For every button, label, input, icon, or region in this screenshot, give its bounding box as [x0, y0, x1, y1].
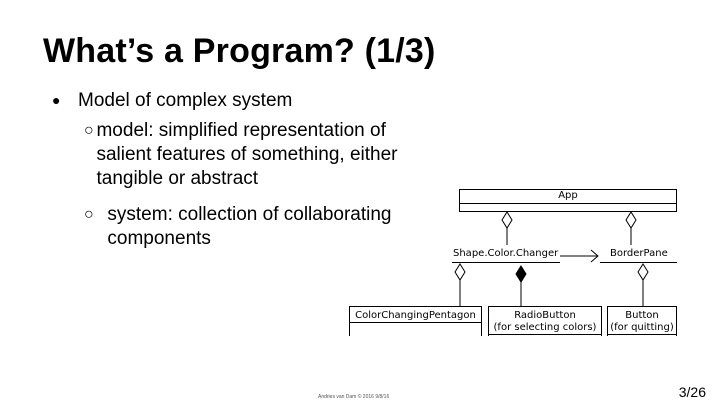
uml-class-colorchangingpentagon: ColorChangingPentagon	[349, 306, 482, 336]
uml-class-app: App	[459, 189, 677, 212]
footer-note: Andries van Dam © 2016 9/8/16	[318, 394, 390, 400]
page-number: 3/26	[678, 384, 706, 400]
bullet-sub-system: ○ system: collection of collaborating co…	[84, 203, 414, 251]
aggregation-diamond	[454, 263, 466, 281]
uml-class-note: (for quitting)	[608, 322, 676, 335]
aggregation-diamond	[625, 211, 637, 229]
uml-class-divider	[600, 262, 677, 263]
bullet-marker: ●	[52, 92, 61, 108]
composition-diamond	[515, 265, 527, 283]
uml-class-shapecolorchanger: Shape.Color.Changer	[453, 248, 559, 259]
uml-class-name: RadioButton	[514, 310, 576, 321]
sub-bullet-marker: ○	[84, 206, 94, 223]
uml-class-note: (for selecting colors)	[489, 322, 601, 335]
uml-class-button: Button (for quitting)	[607, 306, 677, 336]
slide-title: What’s a Program? (1/3)	[43, 32, 436, 70]
bullet-sub-model-text: model: simplified representation of sali…	[96, 120, 398, 189]
uml-class-name: App	[460, 190, 676, 204]
aggregation-diamond	[501, 211, 513, 229]
uml-class-radiobutton: RadioButton (for selecting colors)	[488, 306, 602, 336]
uml-class-name: Button	[625, 310, 659, 321]
bullet-main: ● Model of complex system	[52, 89, 292, 113]
uml-class-name: ColorChangingPentagon	[350, 307, 481, 323]
uml-class-borderpane: BorderPane	[610, 248, 668, 259]
bullet-main-text: Model of complex system	[78, 90, 293, 111]
sub-bullet-marker: ○	[84, 122, 94, 139]
uml-class-divider	[452, 262, 560, 263]
bullet-sub-model: ○ model: simplified representation of sa…	[84, 119, 414, 191]
arrow-head	[590, 249, 599, 263]
bullet-sub-system-text: system: collection of collaborating comp…	[107, 204, 392, 249]
aggregation-diamond	[637, 263, 649, 281]
